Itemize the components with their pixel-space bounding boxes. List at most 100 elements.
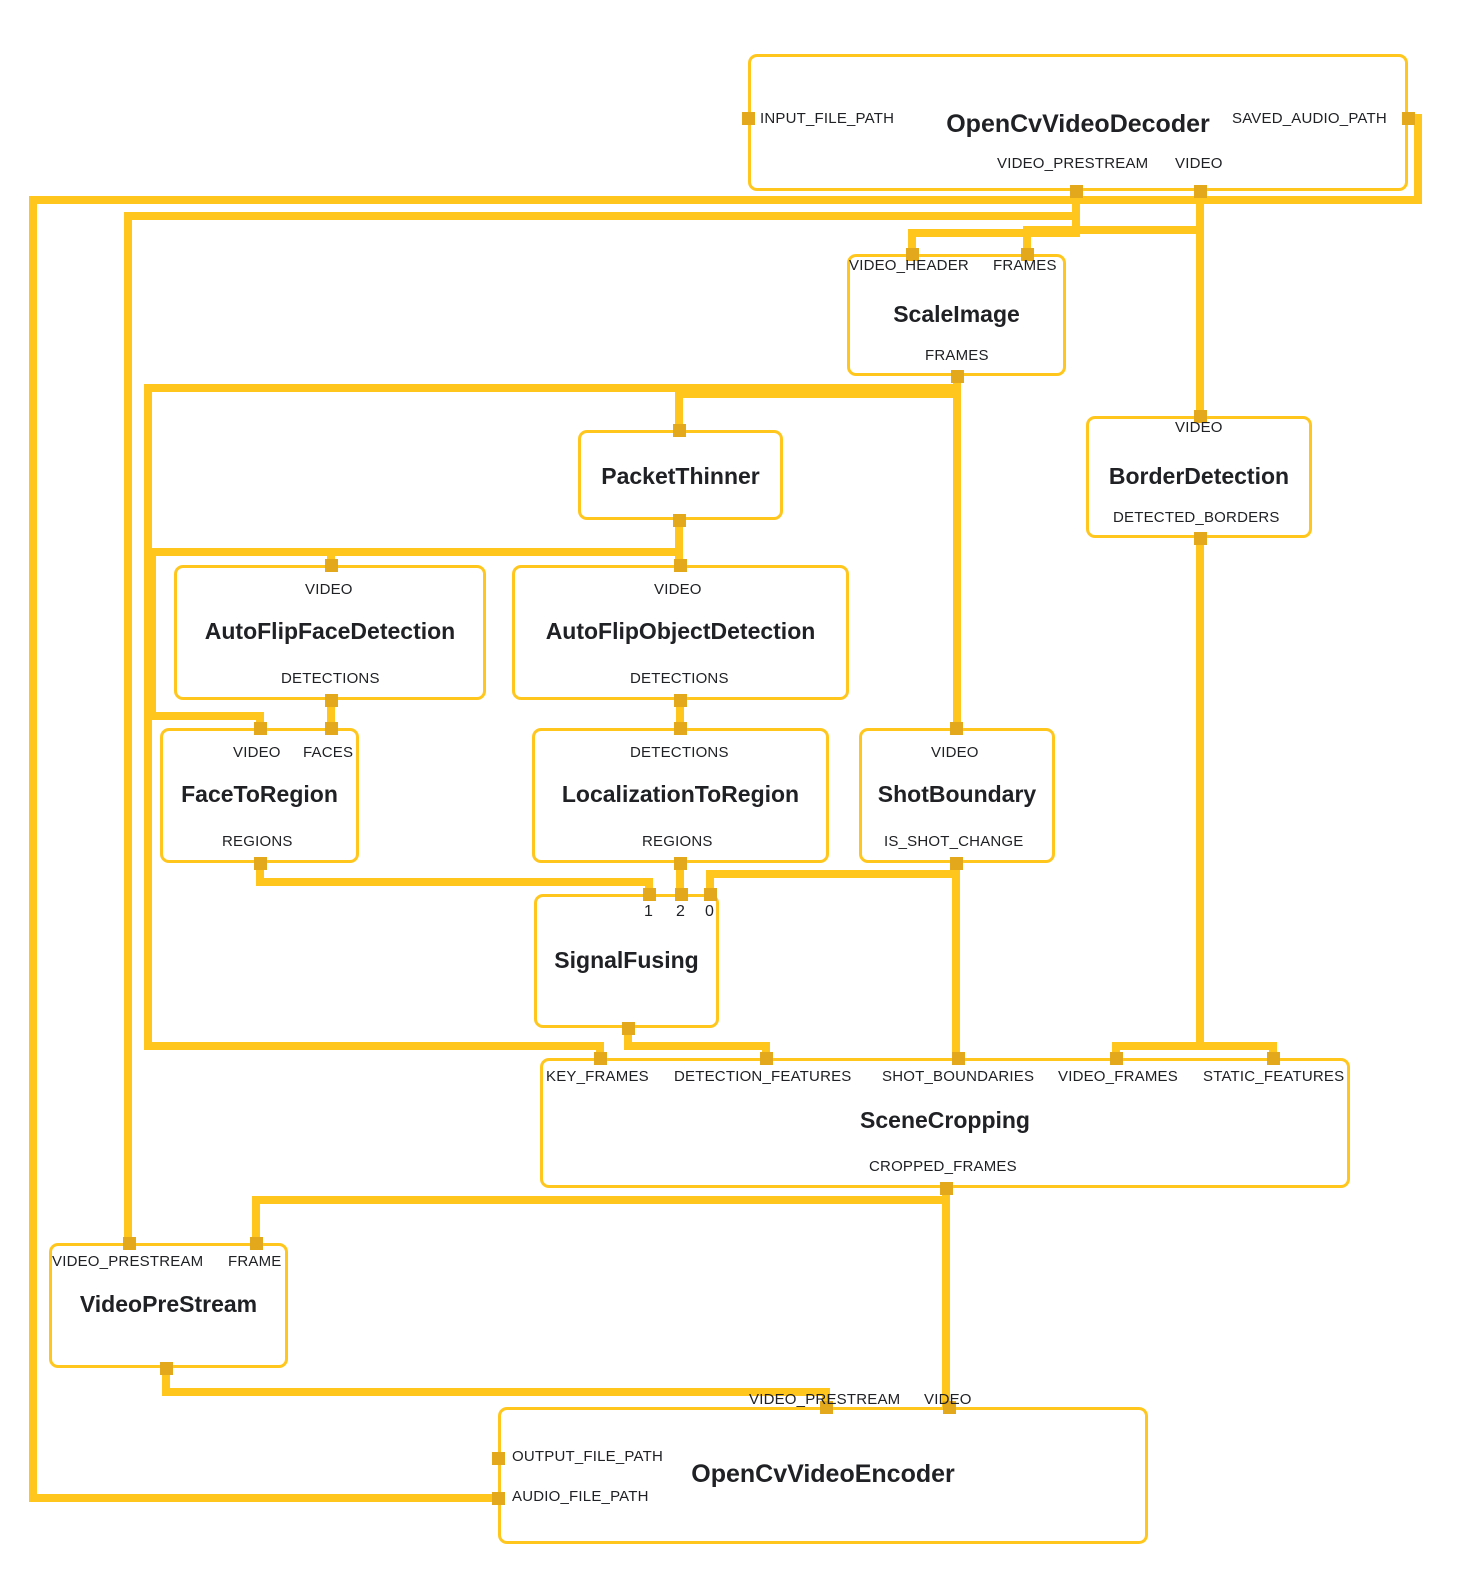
edge-packetthinner-to-facetoregion-video <box>148 548 683 732</box>
node-title: AutoFlipFaceDetection <box>204 618 456 644</box>
port-label-input-file-path: INPUT_FILE_PATH <box>760 110 895 127</box>
port-scenecropping-cropped-frames[interactable] <box>940 1182 953 1195</box>
node-title: ShotBoundary <box>877 781 1037 807</box>
edge-borderdetection-to-staticfeatures <box>1196 534 1277 1062</box>
node-scale-image[interactable]: ScaleImage <box>847 254 1066 376</box>
port-label-encoder-video-prestream: VIDEO_PRESTREAM <box>749 1391 901 1408</box>
port-label-facetoregion-faces: FACES <box>303 744 354 761</box>
port-facetoregion-regions[interactable] <box>254 857 267 870</box>
edge-videoprestream-to-encoder-prestream <box>162 1364 830 1411</box>
port-videoprestream-video-prestream[interactable] <box>123 1237 136 1250</box>
port-label-facetoregion-video: VIDEO <box>233 744 281 761</box>
edge-facetoregion-to-signalfusing1 <box>256 859 653 898</box>
port-label-static-features: STATIC_FEATURES <box>1203 1068 1345 1085</box>
port-label-borderdetection-video: VIDEO <box>1175 419 1223 436</box>
port-signalfusing-2[interactable] <box>675 888 688 901</box>
port-label-signalfusing-2: 2 <box>676 903 685 920</box>
node-title: OpenCvVideoEncoder <box>691 1460 955 1488</box>
port-label-output-file-path: OUTPUT_FILE_PATH <box>512 1448 664 1465</box>
port-shotboundary-video[interactable] <box>950 722 963 735</box>
port-scenecropping-key-frames[interactable] <box>594 1052 607 1065</box>
port-label-is-shot-change: IS_SHOT_CHANGE <box>884 833 1024 850</box>
edge-video-to-scaleimage-frames <box>1023 226 1204 258</box>
port-label-facedetection-video: VIDEO <box>305 581 353 598</box>
port-label-shotboundary-video: VIDEO <box>931 744 979 761</box>
node-packet-thinner[interactable]: PacketThinner <box>578 430 783 520</box>
edge-signalfusing-to-detectionfeatures <box>624 1024 770 1062</box>
port-localization-regions[interactable] <box>674 857 687 870</box>
port-scenecropping-shot-boundaries[interactable] <box>952 1052 965 1065</box>
port-localization-detections[interactable] <box>674 722 687 735</box>
node-opencv-video-encoder[interactable]: OpenCvVideoEncoder <box>498 1407 1148 1544</box>
port-packetthinner-out[interactable] <box>673 514 686 527</box>
port-decoder-video[interactable] <box>1194 185 1207 198</box>
port-label-localization-detections: DETECTIONS <box>630 744 729 761</box>
node-title: PacketThinner <box>601 463 760 489</box>
port-signalfusing-0[interactable] <box>704 888 717 901</box>
node-signal-fusing[interactable]: SignalFusing <box>534 894 719 1028</box>
node-autoflip-face-detection[interactable]: AutoFlipFaceDetection <box>174 565 486 700</box>
port-label-audio-file-path: AUDIO_FILE_PATH <box>512 1488 649 1505</box>
port-facedetection-video[interactable] <box>325 559 338 572</box>
port-facetoregion-faces[interactable] <box>325 722 338 735</box>
port-videoprestream-frame[interactable] <box>250 1237 263 1250</box>
port-packetthinner-in[interactable] <box>673 424 686 437</box>
port-label-signalfusing-1: 1 <box>644 903 653 920</box>
port-borderdetection-detected-borders[interactable] <box>1194 532 1207 545</box>
port-scaleimage-video-header[interactable] <box>906 248 919 261</box>
port-label-saved-audio-path: SAVED_AUDIO_PATH <box>1232 110 1387 127</box>
port-shotboundary-is-shot-change[interactable] <box>950 857 963 870</box>
port-encoder-video-prestream[interactable] <box>820 1401 833 1414</box>
port-label-facetoregion-regions: REGIONS <box>222 833 293 850</box>
node-localization-to-region[interactable]: LocalizationToRegion <box>532 728 829 863</box>
port-objectdetection-detections[interactable] <box>674 694 687 707</box>
port-saved-audio-path[interactable] <box>1402 112 1415 125</box>
port-label-videoprestream-video-prestream: VIDEO_PRESTREAM <box>52 1253 204 1270</box>
port-label-encoder-video: VIDEO <box>924 1391 972 1408</box>
port-label-signalfusing-0: 0 <box>705 903 714 920</box>
port-scenecropping-detection-features[interactable] <box>760 1052 773 1065</box>
node-opencv-video-decoder[interactable]: OpenCvVideoDecoder <box>748 54 1408 191</box>
port-label-decoder-video-prestream: VIDEO_PRESTREAM <box>997 155 1149 172</box>
port-objectdetection-video[interactable] <box>674 559 687 572</box>
port-label-localization-regions: REGIONS <box>642 833 713 850</box>
edge-savedaudio-to-audiofilepath <box>29 114 1422 1502</box>
port-encoder-video[interactable] <box>943 1401 956 1414</box>
port-videoprestream-out[interactable] <box>160 1362 173 1375</box>
port-input-file-path[interactable] <box>742 112 755 125</box>
node-face-to-region[interactable]: FaceToRegion <box>160 728 359 863</box>
node-title: LocalizationToRegion <box>561 781 800 807</box>
port-label-video-frames: VIDEO_FRAMES <box>1058 1068 1178 1085</box>
port-scaleimage-frames-out[interactable] <box>951 370 964 383</box>
port-output-file-path[interactable] <box>492 1452 505 1465</box>
port-label-detection-features: DETECTION_FEATURES <box>674 1068 852 1085</box>
node-shot-boundary[interactable]: ShotBoundary <box>859 728 1055 863</box>
node-title: BorderDetection <box>1108 463 1290 489</box>
port-label-facedetection-detections: DETECTIONS <box>281 670 380 687</box>
node-title: OpenCvVideoDecoder <box>946 110 1210 138</box>
edge-croppedframes-to-frame <box>252 1196 950 1247</box>
port-label-shot-boundaries: SHOT_BOUNDARIES <box>882 1068 1035 1085</box>
port-scenecropping-static-features[interactable] <box>1267 1052 1280 1065</box>
port-label-objectdetection-video: VIDEO <box>654 581 702 598</box>
port-facedetection-detections[interactable] <box>325 694 338 707</box>
port-signalfusing-1[interactable] <box>643 888 656 901</box>
port-scaleimage-frames-in[interactable] <box>1021 248 1034 261</box>
node-title: ScaleImage <box>893 301 1020 327</box>
port-label-scaleimage-frames-in: FRAMES <box>993 257 1057 274</box>
port-borderdetection-video[interactable] <box>1194 410 1207 423</box>
port-facetoregion-video[interactable] <box>254 722 267 735</box>
port-audio-file-path[interactable] <box>492 1492 505 1505</box>
port-scenecropping-video-frames[interactable] <box>1110 1052 1123 1065</box>
edge-prestream-to-videoheader <box>908 203 1080 258</box>
port-label-key-frames: KEY_FRAMES <box>546 1068 649 1085</box>
node-video-pre-stream[interactable]: VideoPreStream <box>49 1243 288 1368</box>
port-decoder-video-prestream[interactable] <box>1070 185 1083 198</box>
port-label-detected-borders: DETECTED_BORDERS <box>1113 509 1280 526</box>
port-label-scaleimage-frames-out: FRAMES <box>925 347 989 364</box>
node-title: FaceToRegion <box>181 781 338 807</box>
port-signalfusing-out[interactable] <box>622 1022 635 1035</box>
node-title: SignalFusing <box>554 947 699 973</box>
